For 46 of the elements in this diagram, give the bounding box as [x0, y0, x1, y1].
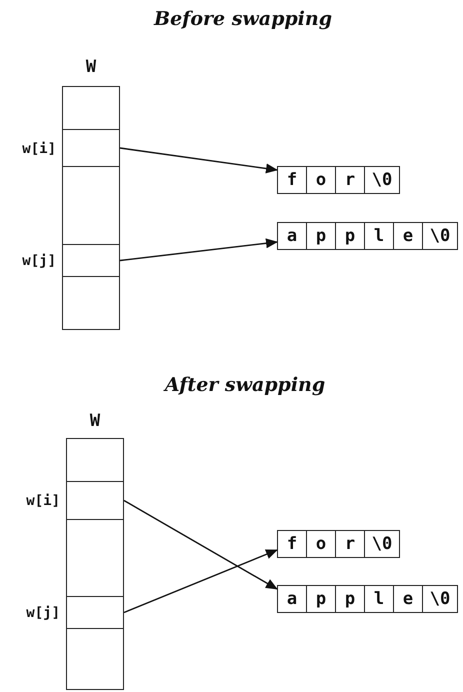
char-cell-text: \0 — [428, 588, 452, 611]
char-cell: f — [278, 167, 307, 193]
array-cell — [62, 244, 120, 277]
index-label: w[i] — [22, 140, 56, 158]
char-cell: p — [307, 586, 336, 612]
arrow — [120, 238, 278, 262]
array-cell — [66, 628, 124, 690]
array-cell — [66, 519, 124, 597]
char-cell: p — [336, 223, 365, 249]
index-label: w[j] — [26, 604, 60, 622]
char-cell: l — [365, 223, 394, 249]
index-label: w[j] — [22, 252, 56, 270]
index-label: w[i] — [26, 492, 60, 510]
array-cell — [62, 276, 120, 330]
char-cell: o — [307, 167, 336, 193]
arrow — [120, 147, 278, 174]
char-cell: a — [278, 223, 307, 249]
array-cell — [62, 86, 120, 130]
char-cell: r — [336, 531, 365, 557]
array-name: W — [84, 56, 98, 78]
char-cell: p — [307, 223, 336, 249]
arrow — [124, 549, 278, 614]
char-cell: f — [278, 531, 307, 557]
char-cell: l — [365, 586, 394, 612]
char-cell: r — [336, 167, 365, 193]
char-cell: p — [336, 586, 365, 612]
string-array — [277, 585, 458, 613]
string-array — [277, 222, 458, 250]
array-cell — [66, 438, 124, 482]
section-heading: Before swapping — [154, 8, 332, 30]
char-cell-text: \0 — [428, 225, 452, 248]
array-cell — [66, 481, 124, 520]
string-array — [277, 166, 400, 194]
string-array — [277, 530, 400, 558]
char-cell-text: \0 — [370, 169, 394, 192]
char-cell: a — [278, 586, 307, 612]
array-cell — [62, 166, 120, 245]
char-cell-text: \0 — [370, 533, 394, 556]
array-name: W — [88, 410, 102, 432]
char-cell: e — [394, 586, 423, 612]
array-cell — [66, 596, 124, 629]
char-cell: o — [307, 531, 336, 557]
char-cell: e — [394, 223, 423, 249]
arrow — [124, 500, 278, 590]
array-cell — [62, 129, 120, 167]
section-heading: After swapping — [164, 374, 326, 396]
